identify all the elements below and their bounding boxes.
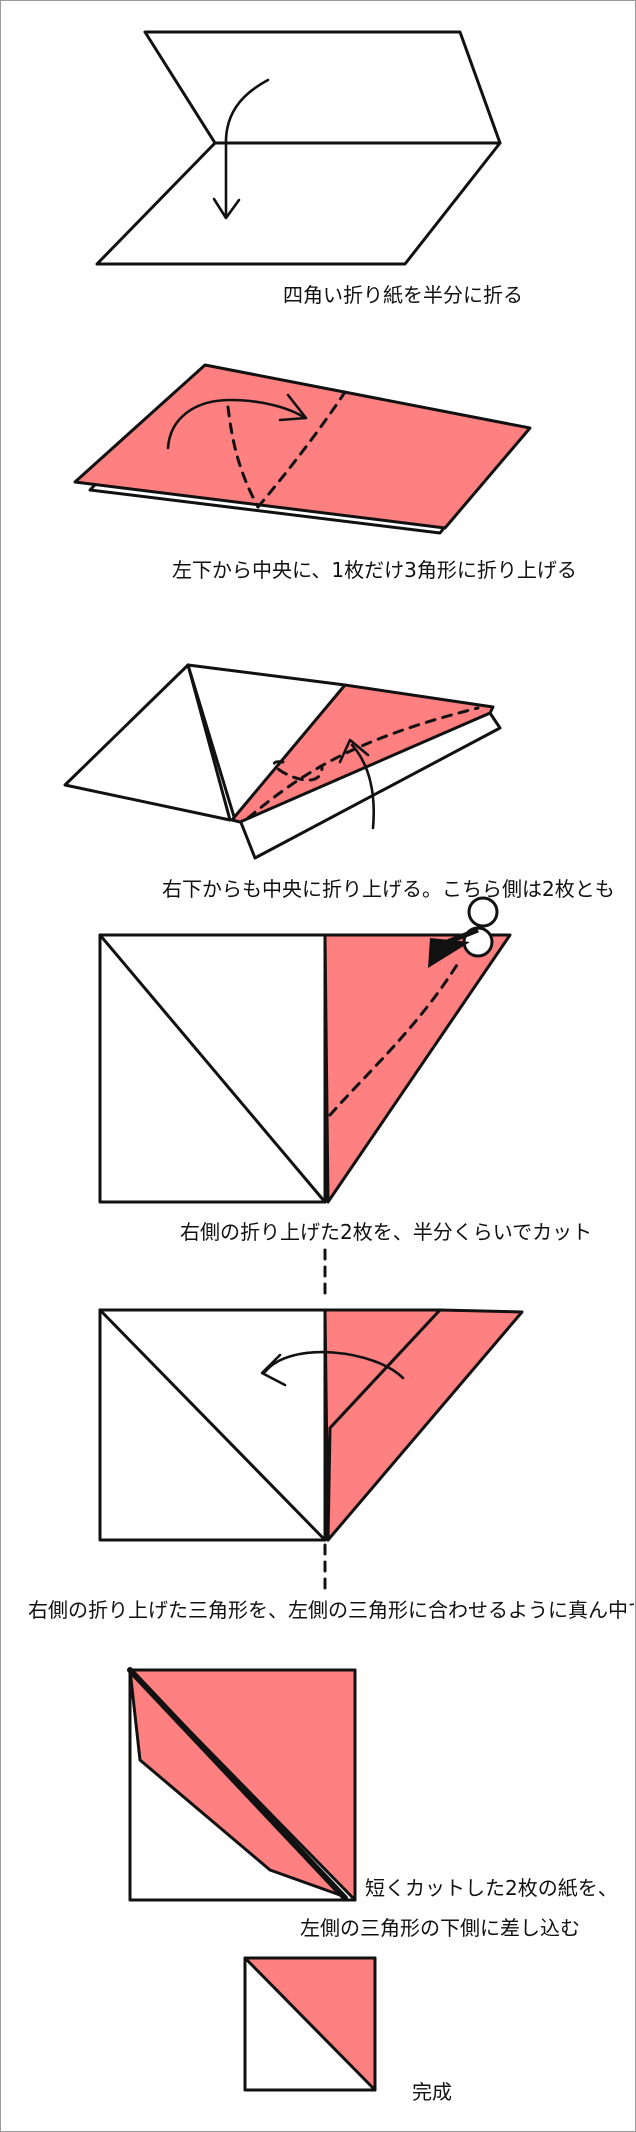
fold-arrow-icon <box>212 78 270 220</box>
fold-guide-dashed <box>246 706 480 820</box>
pink-folded-paper <box>73 363 532 530</box>
pink-folded-flap <box>326 1308 524 1542</box>
step-5-illustration <box>98 1308 524 1594</box>
left-panel <box>63 663 232 822</box>
diagonal-fold <box>98 1308 327 1542</box>
fold-guide-dashed <box>328 958 462 1117</box>
paper-back-half <box>143 30 502 145</box>
step-6-caption-line-1: 短くカットした2枚の紙を、 <box>365 1876 618 1900</box>
fold-arrow-icon <box>166 393 308 450</box>
step-7-illustration <box>243 1956 377 2092</box>
fold-guide-dashed <box>272 760 324 782</box>
fold-guide-dashed <box>256 390 347 509</box>
pink-folded-paper <box>323 933 512 1204</box>
step-5-caption: 右側の折り上げた三角形を、左側の三角形に合わせるように真ん中で折る <box>28 1598 634 1622</box>
step-4-caption: 右側の折り上げた2枚を、半分くらいでカット <box>180 1220 593 1244</box>
step-6-caption-line-2: 左側の三角形の下側に差し込む <box>300 1916 580 1940</box>
step-2-illustration <box>73 363 532 535</box>
fold-guide-dashed <box>226 405 260 509</box>
step-4-illustration <box>98 896 512 1297</box>
step-3-caption: 右下からも中央に折り上げる。こちら側は2枚とも <box>162 877 615 901</box>
step-1-caption: 四角い折り紙を半分に折る <box>283 283 523 307</box>
step-1-illustration <box>95 30 502 266</box>
paper-front-half <box>95 141 502 266</box>
diagonal-fold <box>127 1667 348 1901</box>
pink-finished-triangle <box>243 1956 377 2092</box>
step-2-caption: 左下から中央に、1枚だけ3角形に折り上げる <box>172 558 577 582</box>
diagonal-fold <box>98 933 327 1204</box>
fold-arrow-icon <box>338 738 375 830</box>
step-7-caption: 完成 <box>412 2080 452 2104</box>
step-3-illustration <box>63 663 502 860</box>
step-6-illustration <box>127 1667 357 1902</box>
scissors-icon <box>428 896 499 968</box>
fold-arrow-icon <box>260 1350 405 1387</box>
